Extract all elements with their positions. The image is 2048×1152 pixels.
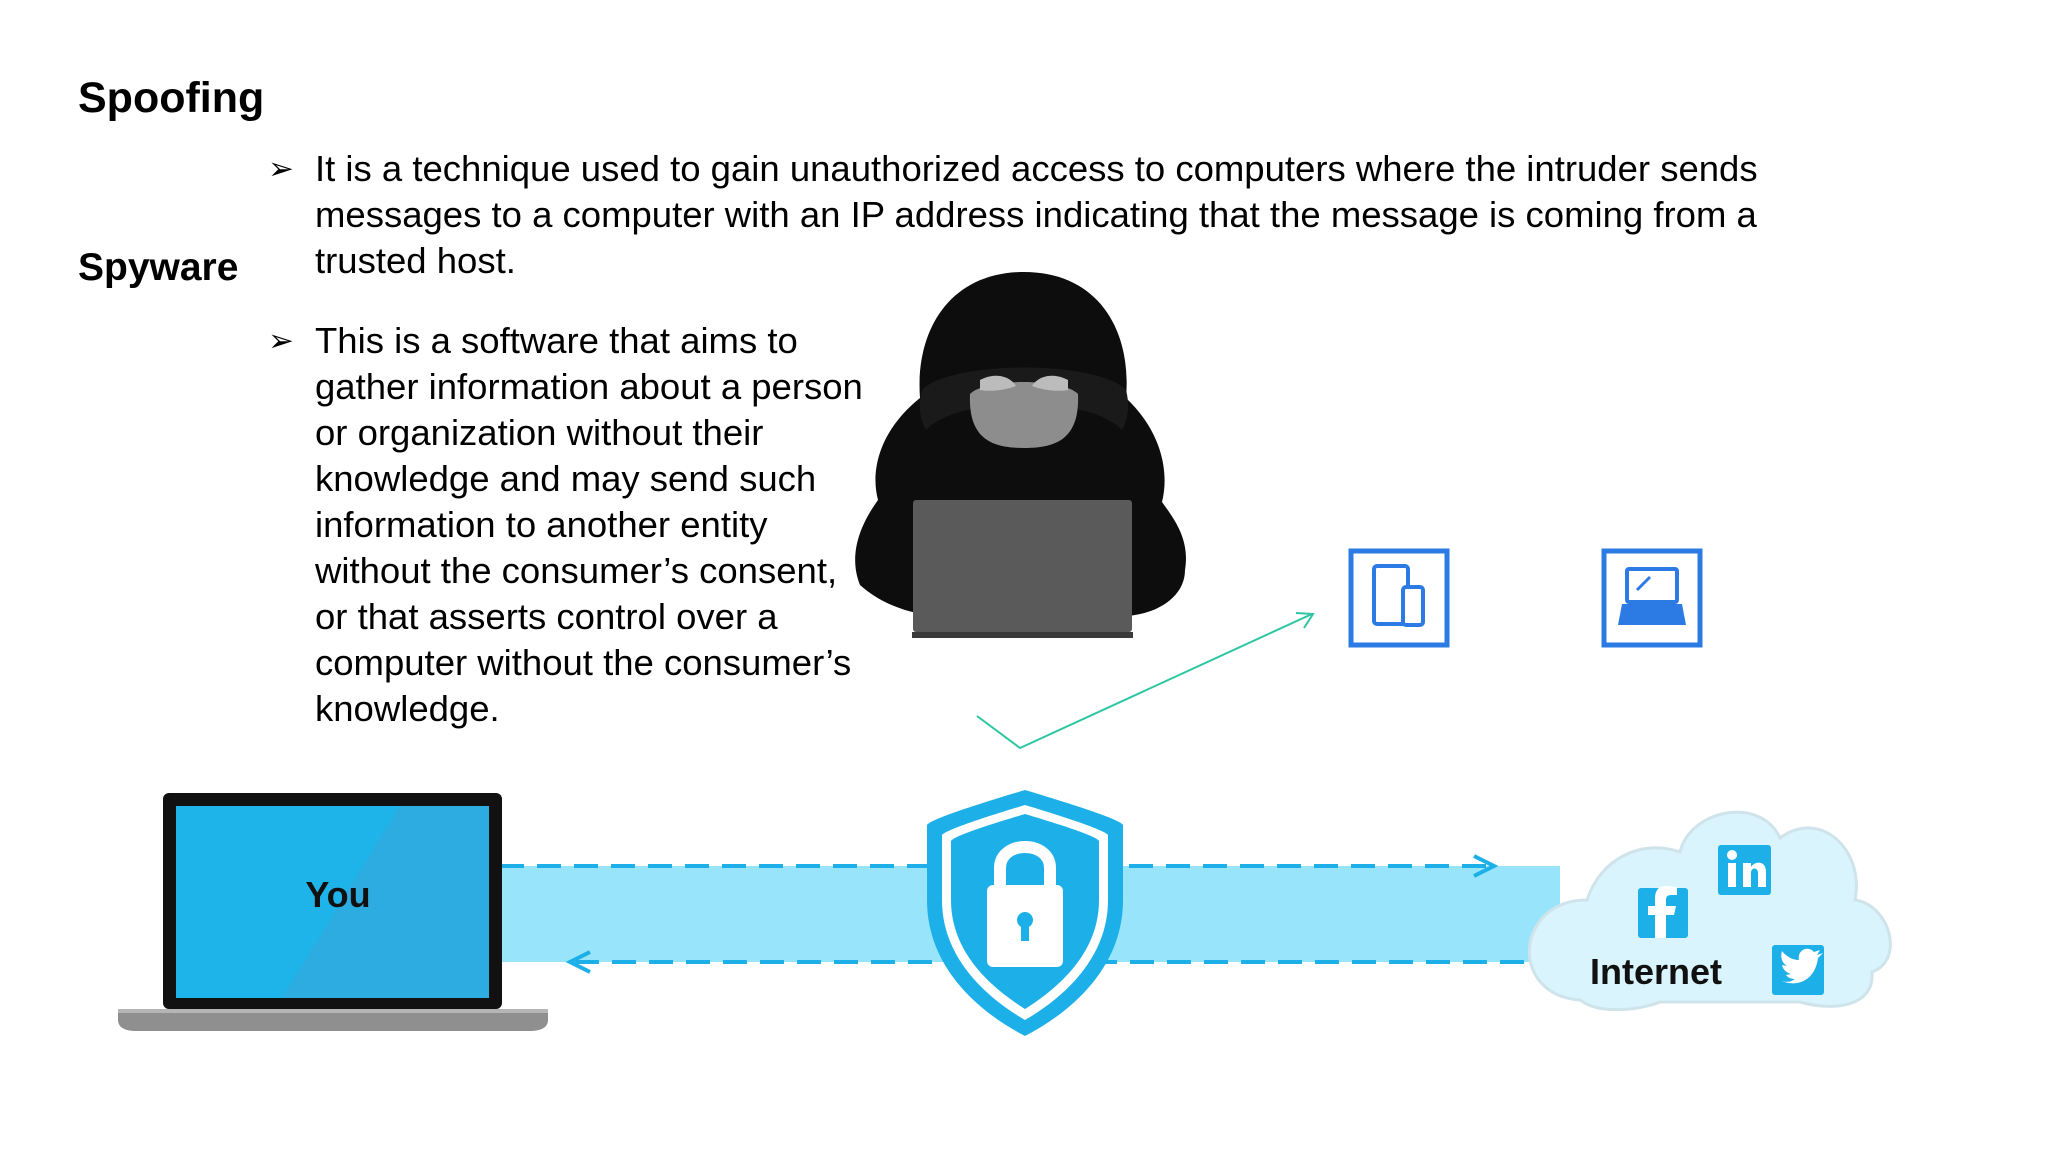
facebook-icon — [1638, 886, 1688, 938]
padlock-shield-icon — [927, 790, 1123, 1036]
spyware-heading: Spyware — [78, 246, 239, 289]
spoofing-heading: Spoofing — [78, 74, 265, 122]
teal-connection-arrow — [976, 612, 1315, 750]
dashed-arrow-to-you — [565, 950, 1530, 974]
spyware-description: This is a software that aims to gather i… — [315, 320, 863, 729]
hacker-figure-icon — [855, 272, 1186, 638]
bullet-arrow-icon: ➢ — [268, 151, 294, 186]
internet-cloud: Internet — [1528, 810, 1892, 1012]
laptop-icon — [1601, 548, 1703, 648]
bullet-arrow-icon: ➢ — [268, 323, 294, 358]
twitter-icon — [1772, 945, 1824, 995]
internet-label: Internet — [1590, 951, 1722, 992]
spoofing-description: It is a technique used to gain unauthori… — [315, 148, 1758, 281]
mobile-devices-icon — [1348, 548, 1450, 648]
you-label: You — [305, 874, 370, 915]
linkedin-icon — [1718, 845, 1771, 895]
you-laptop: You — [118, 793, 548, 1031]
